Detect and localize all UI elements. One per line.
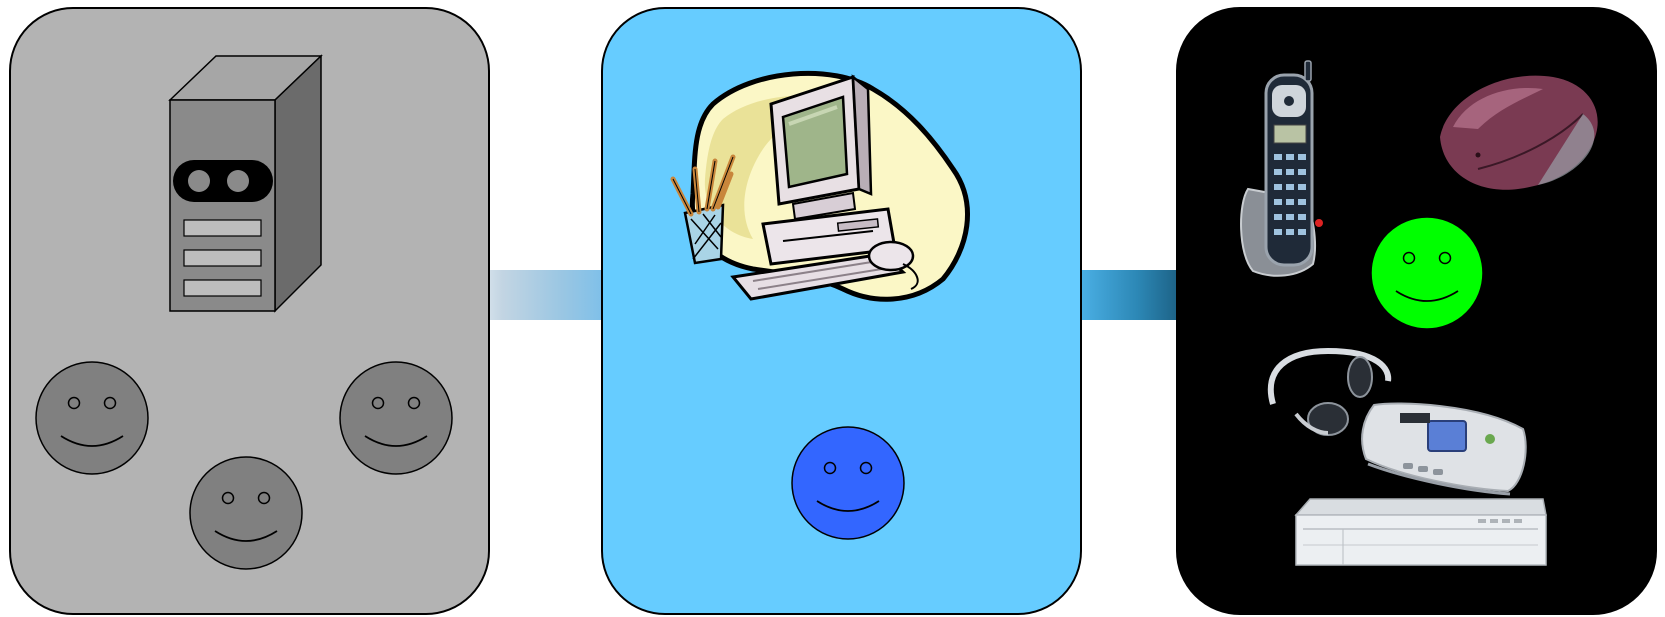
smiley-face-icon <box>340 362 452 474</box>
desktop-panel <box>601 7 1082 615</box>
smiley-face-icon <box>190 457 302 569</box>
dvd-player-icon <box>1296 499 1546 565</box>
smiley-face-icon <box>1371 217 1483 329</box>
desktop-computer-clipart-icon <box>673 73 967 299</box>
server-panel <box>9 7 490 615</box>
server-tower-icon <box>170 56 321 311</box>
computer-mouse-icon <box>1440 76 1598 190</box>
cordless-phone-icon <box>1241 61 1323 276</box>
devices-panel <box>1176 7 1657 615</box>
smiley-face-icon <box>36 362 148 474</box>
smiley-face-icon <box>792 427 904 539</box>
cd-player-headphones-icon <box>1271 351 1526 494</box>
